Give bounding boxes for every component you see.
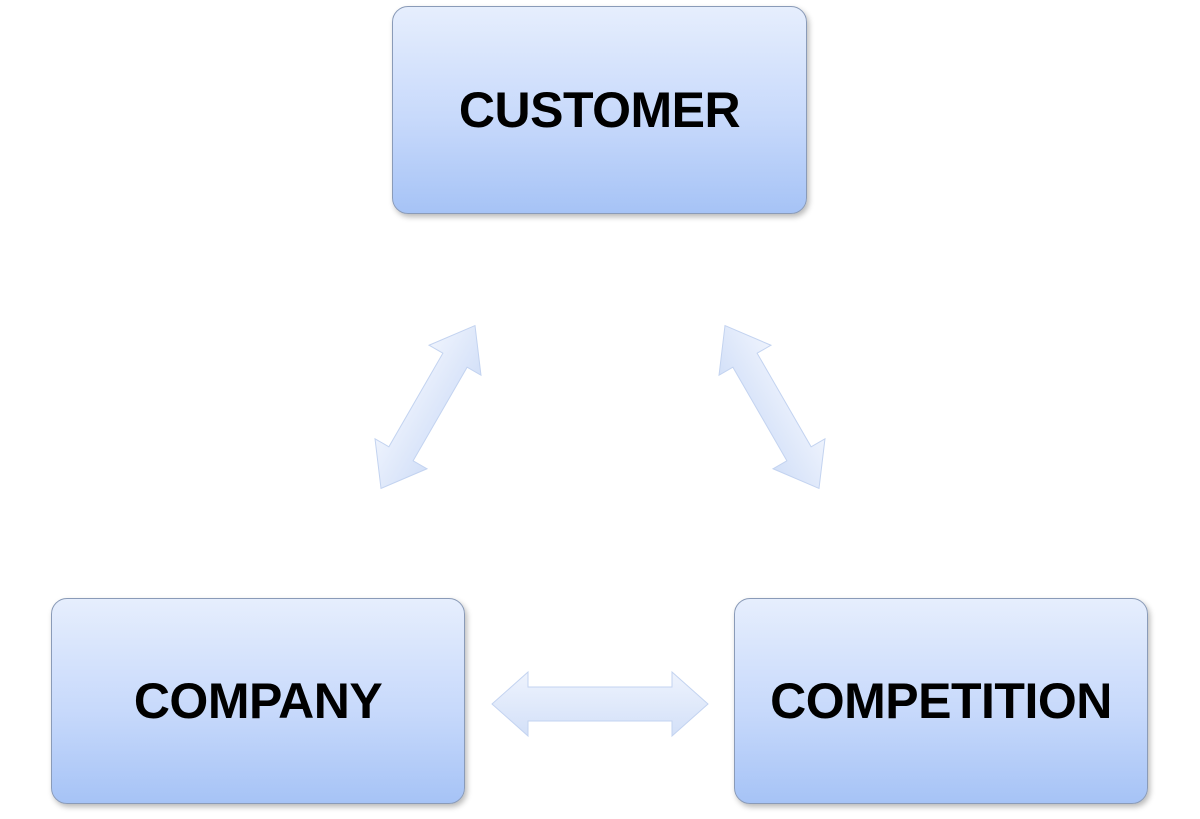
double-arrow-customer-competition xyxy=(718,324,826,490)
customer-box: CUSTOMER xyxy=(392,6,807,214)
company-box: COMPANY xyxy=(51,598,465,804)
customer-label: CUSTOMER xyxy=(458,82,741,138)
double-arrow-company-competition xyxy=(491,670,709,738)
company-label: COMPANY xyxy=(133,673,383,729)
double-arrow-company-customer xyxy=(374,324,482,490)
competition-box: COMPETITION xyxy=(734,598,1148,804)
competition-label: COMPETITION xyxy=(770,673,1112,729)
